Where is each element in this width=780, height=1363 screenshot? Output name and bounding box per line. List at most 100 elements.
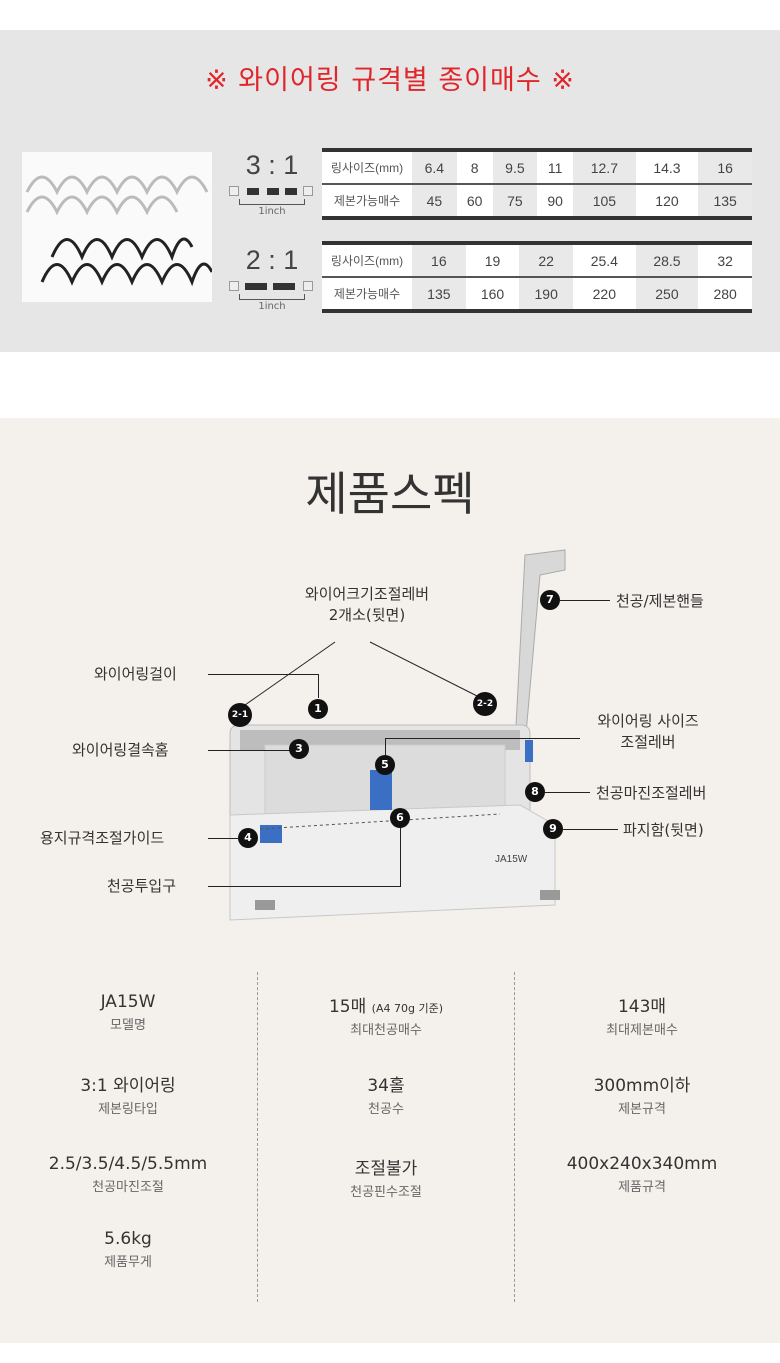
spec-value: 3:1 와이어링: [80, 1076, 176, 1096]
callout-4-badge: 4: [238, 828, 258, 848]
count-cell: 160: [480, 285, 505, 302]
callout-2-label: 와이어크기조절레버 2개소(뒷면): [282, 583, 452, 625]
callout-6-line-v: [400, 828, 401, 886]
ring-spec-title: ※ 와이어링 규격별 종이매수 ※: [205, 65, 575, 96]
spec-weight: 5.6kg 제품무게: [0, 1229, 256, 1270]
spec-key: 모델명: [110, 1018, 146, 1033]
size-cell: 16: [698, 150, 752, 185]
spec-note: (A4 70g 기준): [371, 1002, 443, 1015]
callout-7-label: 천공/제본핸들: [616, 592, 704, 610]
callout-5-line: [385, 738, 580, 739]
callout-2-label-line1: 와이어크기조절레버: [304, 585, 430, 603]
callout-1-badge: 1: [308, 699, 328, 719]
callout-8-badge: 8: [525, 782, 545, 802]
callout-6-label: 천공투입구: [107, 877, 177, 895]
spec-key: 제품규격: [618, 1180, 666, 1195]
ratio-3-1: 3 : 1: [245, 150, 299, 180]
callout-7-line: [560, 600, 610, 601]
callout-5-line-v: [385, 738, 386, 755]
size-cell: 8: [456, 150, 493, 185]
count-cell: 280: [713, 285, 737, 302]
size-cell: 32: [698, 243, 752, 278]
count-label: 제본가능매수: [333, 194, 401, 208]
callout-2-label-line2: 2개소(뒷면): [328, 606, 406, 624]
size-label: 링사이즈(mm): [322, 150, 412, 185]
spec-value: 400x240x340mm: [566, 1154, 718, 1174]
inch-label: 1inch: [258, 301, 286, 312]
count-cell: 105: [573, 184, 636, 218]
spec-key: 최대제본매수: [606, 1023, 678, 1038]
spec-key: 천공핀수조절: [350, 1185, 422, 1200]
count-cell: 220: [592, 285, 616, 302]
callout-3-badge: 3: [289, 739, 309, 759]
callout-4-line: [208, 838, 238, 839]
inch-label: 1inch: [258, 206, 286, 217]
size-cell: 22: [519, 243, 574, 278]
spec-max-punch: 15매 (A4 70g 기준)최대천공매수: [258, 992, 514, 1038]
count-cell: 75: [492, 184, 538, 218]
count-cell: 250: [635, 277, 699, 311]
pitch-2-1-diagram: 1inch: [227, 281, 317, 312]
callout-3-label: 와이어링결속홈: [72, 741, 169, 759]
count-cell: 90: [547, 192, 563, 209]
callout-6-line: [208, 886, 401, 887]
spec-key: 제본규격: [618, 1102, 666, 1117]
pitch-3-1-diagram: 1inch: [227, 186, 317, 217]
callout-1-line: [208, 674, 318, 675]
column-divider: [514, 972, 515, 1302]
spec-margin: 2.5/3.5/4.5/5.5mm 천공마진조절: [0, 1154, 256, 1195]
callout-5-badge: 5: [375, 755, 395, 775]
callout-4-label: 용지규격조절가이드: [40, 829, 165, 847]
spec-value: 5.6kg: [104, 1229, 152, 1249]
spec-value: 34홀: [367, 1076, 405, 1096]
product-spec-title: 제품스펙: [305, 467, 475, 521]
wire-rings-image: [22, 152, 214, 302]
count-cell: 60: [466, 192, 483, 209]
spec-key: 제품무게: [104, 1255, 152, 1270]
callout-1-line-v: [318, 674, 319, 698]
callout-9-line: [563, 829, 618, 830]
spec-value: 2.5/3.5/4.5/5.5mm: [48, 1154, 208, 1174]
callout-7-badge: 7: [540, 590, 560, 610]
spec-key: 천공마진조절: [92, 1180, 164, 1195]
spec-value: 조절불가: [354, 1159, 418, 1179]
column-divider: [257, 972, 258, 1302]
callout-9-badge: 9: [543, 819, 563, 839]
spec-key: 천공수: [368, 1102, 404, 1117]
spec-value: 143매: [617, 997, 667, 1017]
spec-dimensions: 400x240x340mm 제품규격: [514, 1154, 770, 1195]
callout-9-label: 파지함(뒷면): [623, 821, 704, 839]
size-cell: 25.4: [573, 243, 636, 278]
callout-1-label: 와이어링걸이: [94, 665, 177, 683]
callout-2-lines: [244, 641, 486, 706]
spec-key: 제본링타입: [98, 1102, 158, 1117]
size-cell: 12.7: [573, 150, 636, 185]
size-cell: 28.5: [635, 243, 699, 278]
count-cell: 135: [698, 184, 752, 218]
size-cell: 16: [412, 243, 466, 278]
count-cell: 190: [519, 277, 574, 311]
count-cell: 135: [412, 277, 466, 311]
size-cell: 19: [465, 243, 520, 278]
ratio-2-1: 2 : 1: [245, 245, 299, 275]
size-label: 링사이즈(mm): [322, 243, 412, 278]
callout-5-label-line2: 조절레버: [620, 733, 676, 751]
spec-model: JA15W 모델명: [0, 992, 256, 1033]
size-cell: 9.5: [492, 150, 538, 185]
count-cell: 45: [412, 184, 457, 218]
callout-6-badge: 6: [390, 808, 410, 828]
callout-8-label: 천공마진조절레버: [596, 784, 707, 802]
callout-3-line: [208, 750, 290, 751]
spec-value: JA15W: [100, 992, 156, 1012]
callout-5-label-line1: 와이어링 사이즈: [597, 712, 699, 730]
callout-2-2-badge: 2-2: [473, 692, 497, 716]
spec-value: 300mm이하: [593, 1076, 691, 1096]
machine-model-label: JA15W: [495, 854, 528, 865]
